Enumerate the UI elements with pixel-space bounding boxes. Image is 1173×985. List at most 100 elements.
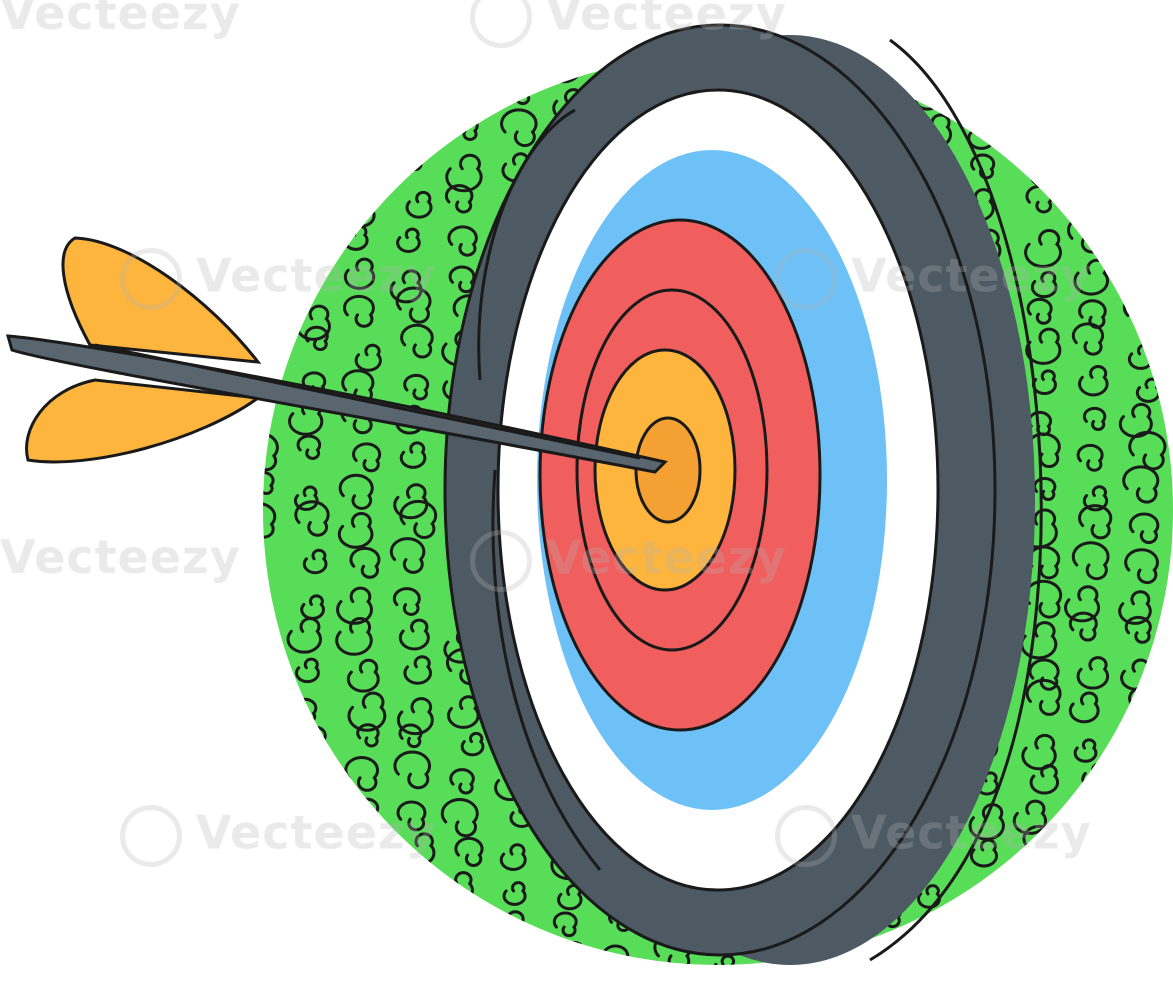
swirl-stroke — [352, 442, 382, 473]
swirl-stroke — [1028, 55, 1059, 77]
swirl-stroke — [1024, 229, 1062, 268]
swirl-stroke — [977, 916, 1005, 946]
swirl-stroke — [263, 900, 272, 940]
swirl-stroke — [1076, 443, 1104, 472]
swirl-stroke — [1068, 691, 1100, 724]
swirl-stroke — [263, 548, 265, 575]
swirl-stroke — [345, 197, 376, 228]
swirl-stroke — [1068, 911, 1106, 950]
swirl-stroke — [499, 843, 527, 871]
swirl-stroke — [302, 548, 328, 575]
swirl-stroke — [1124, 615, 1152, 644]
swirl-stroke — [389, 269, 423, 304]
swirl-stroke — [712, 954, 737, 965]
swirl-stroke — [403, 373, 430, 401]
swirl-stroke — [263, 151, 277, 182]
swirl-stroke — [1020, 621, 1058, 660]
swirl-stroke — [1024, 78, 1054, 109]
swirl-stroke — [1073, 258, 1110, 296]
swirl-stroke — [1122, 124, 1155, 159]
swirl-stroke — [263, 431, 279, 472]
swirl-stroke — [399, 55, 431, 74]
swirl-stroke — [297, 79, 333, 116]
swirl-stroke — [974, 879, 1005, 911]
swirl-stroke — [296, 434, 322, 460]
swirl-stroke — [961, 55, 996, 73]
swirl-stroke — [395, 286, 432, 324]
swirl-stroke — [1124, 548, 1159, 585]
swirl-stroke — [303, 159, 328, 185]
swirl-stroke — [1078, 158, 1104, 185]
swirl-stroke — [1016, 876, 1045, 906]
swirl-stroke — [399, 146, 424, 172]
swirl-stroke — [1025, 678, 1062, 716]
swirl-stroke — [1071, 322, 1105, 356]
swirl-stroke — [1130, 768, 1158, 798]
swirl-stroke — [396, 227, 421, 253]
swirl-stroke — [263, 692, 274, 725]
swirl-stroke — [451, 93, 475, 117]
swirl-stroke — [356, 723, 380, 748]
swirl-stroke — [351, 952, 379, 965]
swirl-stroke — [399, 499, 438, 539]
swirl-stroke — [263, 807, 280, 844]
swirl-stroke — [968, 803, 1005, 841]
swirl-stroke — [351, 902, 379, 930]
swirl-stroke — [337, 512, 374, 549]
swirl-stroke — [1124, 803, 1151, 831]
swirl-stroke — [295, 267, 320, 294]
swirl-stroke — [1078, 299, 1107, 329]
swirl-stroke — [1073, 811, 1100, 839]
swirl-stroke — [1128, 512, 1160, 544]
swirl-stroke — [301, 761, 327, 787]
swirl-stroke — [440, 798, 479, 838]
swirl-stroke — [263, 122, 275, 151]
swirl-stroke — [913, 55, 944, 76]
swirl-stroke — [399, 441, 427, 469]
swirl-stroke — [1076, 656, 1110, 690]
swirl-stroke — [444, 184, 474, 214]
swirl-stroke — [386, 911, 426, 951]
swirl-stroke — [263, 871, 270, 910]
swirl-stroke — [1073, 738, 1098, 763]
swirl-stroke — [263, 626, 277, 651]
swirl-stroke — [1118, 590, 1152, 625]
swirl-stroke — [298, 236, 323, 262]
swirl-stroke — [263, 293, 278, 323]
swirl-stroke — [1062, 876, 1101, 916]
swirl-stroke — [403, 655, 433, 685]
swirl-stroke — [1030, 270, 1058, 299]
swirl-stroke — [391, 73, 426, 109]
swirl-stroke — [492, 55, 531, 69]
swirl-stroke — [552, 911, 578, 938]
dart-arrow-icon — [5, 236, 668, 474]
swirl-stroke — [343, 257, 376, 290]
swirl-stroke — [1028, 658, 1060, 691]
swirl-stroke — [1029, 764, 1060, 795]
swirl-stroke — [1068, 611, 1098, 642]
swirl-stroke — [263, 260, 269, 294]
swirl-stroke — [300, 594, 325, 620]
swirl-stroke — [354, 797, 380, 824]
swirl-stroke — [969, 838, 999, 868]
swirl-stroke — [911, 944, 950, 965]
swirl-stroke — [1118, 402, 1153, 438]
swirl-stroke — [405, 190, 433, 219]
swirl-stroke — [1033, 477, 1057, 501]
swirl-stroke — [263, 470, 275, 495]
swirl-stroke — [460, 732, 485, 757]
swirl-stroke — [1073, 55, 1104, 84]
swirl-stroke — [263, 834, 275, 866]
swirl-stroke — [347, 691, 387, 732]
swirl-stroke — [263, 949, 281, 965]
bullseye — [634, 416, 702, 524]
swirl-stroke — [402, 936, 429, 964]
swirl-stroke — [1125, 255, 1154, 284]
swirl-stroke — [346, 146, 376, 177]
swirl-stroke — [285, 826, 321, 864]
swirl-stroke — [1068, 838, 1104, 874]
swirl-stroke — [393, 750, 431, 790]
swirl-stroke — [291, 127, 317, 153]
